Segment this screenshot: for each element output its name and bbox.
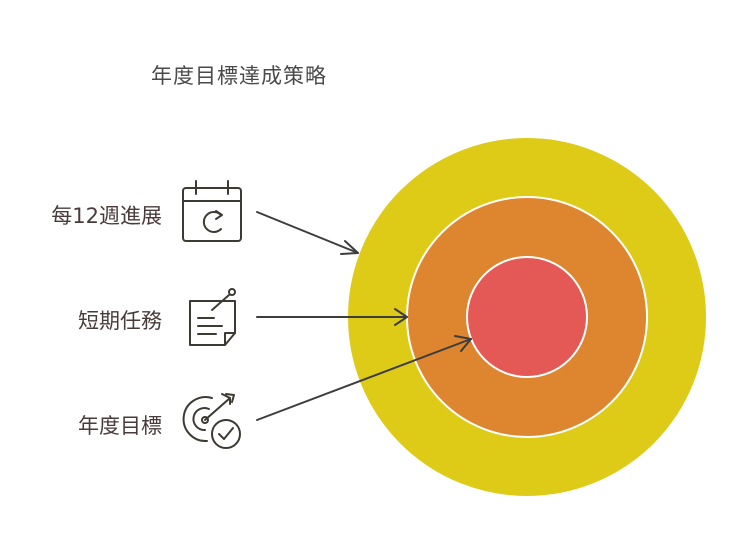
arrow-weekly-to-outer-ring	[256, 211, 359, 255]
inner-circle-annual	[466, 256, 588, 378]
arrow-short-term-to-middle-ring	[256, 308, 408, 326]
label-weekly-progress: 每12週進展	[51, 204, 162, 228]
calendar-refresh-icon	[182, 180, 242, 242]
arrow-annual-to-inner-circle	[256, 335, 472, 421]
label-annual-goal: 年度目標	[78, 414, 162, 438]
diagram-title: 年度目標達成策略	[151, 64, 327, 88]
notepad-pen-icon	[189, 288, 236, 346]
target-check-icon	[182, 393, 241, 449]
label-short-term-tasks: 短期任務	[78, 309, 162, 333]
